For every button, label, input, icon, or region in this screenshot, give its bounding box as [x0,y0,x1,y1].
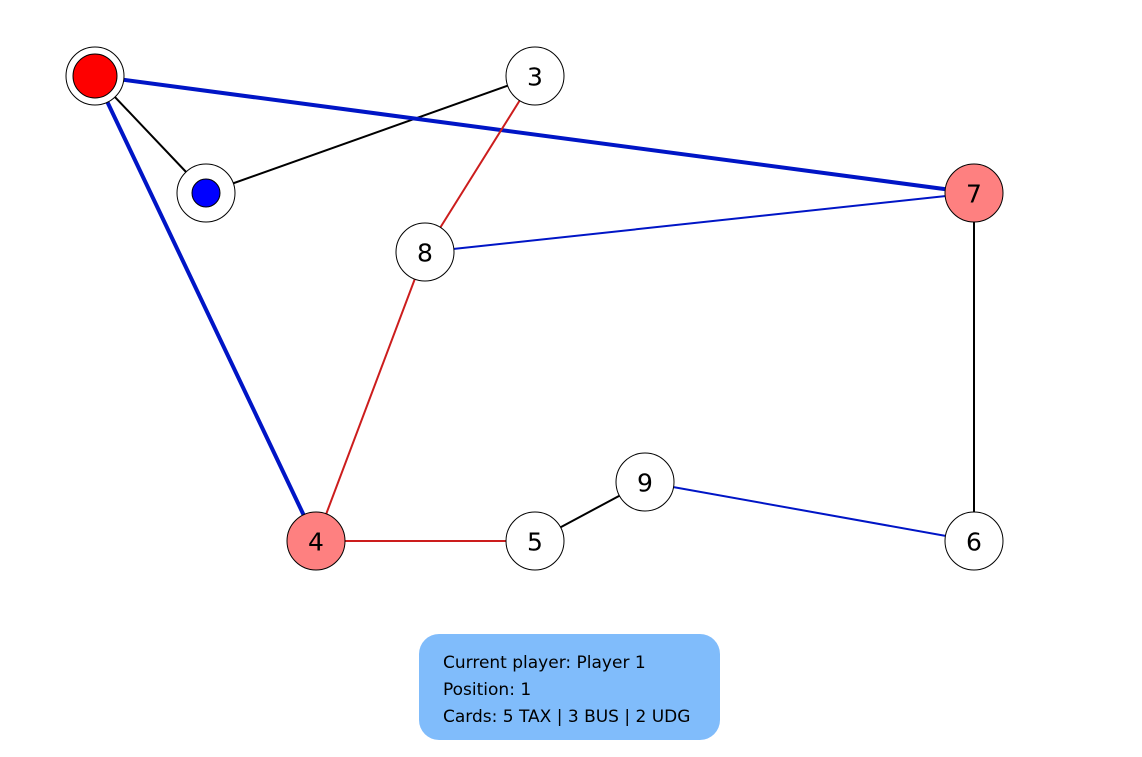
station-4[interactable]: 4 [286,511,346,571]
station-2[interactable] [176,163,236,223]
station-circle[interactable] [944,163,1004,223]
station-circle[interactable] [505,511,565,571]
current-player-text: Current player: Player 1 [443,653,646,673]
edge-bus-1-4 [93,74,318,543]
station-circle[interactable] [615,452,675,512]
station-3[interactable]: 3 [505,46,565,106]
station-circle[interactable] [395,222,455,282]
station-6[interactable]: 6 [944,511,1004,571]
edge-taxi-2-3 [205,75,536,194]
cards-text: Cards: 5 TAX | 3 BUS | 2 UDG [443,707,691,727]
station-9[interactable]: 9 [615,452,675,512]
edges-layer [93,74,976,543]
station-1[interactable] [65,46,125,106]
edge-bus-8-7 [424,192,975,253]
player-info-panel: Current player: Player 1 Position: 1 Car… [419,634,720,740]
station-circle[interactable] [505,46,565,106]
nodes-layer: 3 4 5 6 7 8 9 [65,46,1004,571]
player-1-token [72,53,118,99]
station-label: 9 [637,469,653,498]
player-2-token [191,178,221,208]
station-label: 4 [308,528,324,557]
edge-underground-3-8 [424,75,536,253]
edge-bus-1-7 [93,74,976,195]
station-label: 6 [966,528,982,557]
station-label: 3 [527,63,543,92]
position-text: Position: 1 [443,680,532,700]
station-5[interactable]: 5 [505,511,565,571]
station-label: 8 [417,239,433,268]
edge-bus-9-6 [644,481,975,542]
station-label: 5 [527,528,543,557]
edge-underground-8-4 [315,251,426,542]
station-8[interactable]: 8 [395,222,455,282]
station-label: 7 [966,180,982,209]
station-7[interactable]: 7 [944,163,1004,223]
station-circle[interactable] [286,511,346,571]
station-circle[interactable] [944,511,1004,571]
